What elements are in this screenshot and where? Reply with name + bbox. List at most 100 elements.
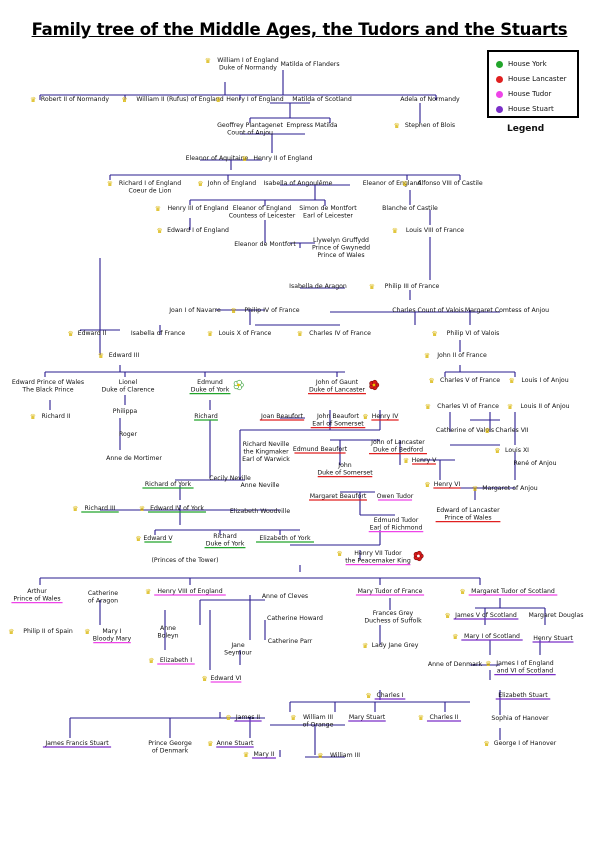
crown-icon: ♛: [366, 692, 372, 700]
person-anne-st: Anne Stuart♛: [207, 740, 254, 748]
person-title: Duke of York: [191, 387, 230, 394]
person-name: Henry III of England: [167, 205, 228, 212]
crown-icon: ♛: [98, 352, 104, 360]
person-name: Lionel: [119, 379, 138, 386]
person-roger: Roger: [119, 431, 138, 438]
crown-icon: ♛: [394, 122, 400, 130]
crown-icon: ♛: [202, 675, 208, 683]
person-title: Countess of Leicester: [229, 213, 296, 220]
person-isabella-ar: Isabella de Aragon: [289, 283, 347, 290]
person-name: Charles V of France: [440, 377, 500, 384]
person-name: Anne: [160, 625, 176, 632]
person-name: Matilda of Scotland: [292, 96, 352, 103]
person-edward2: Edward II♛: [68, 330, 107, 338]
person-james2: James II♛: [225, 714, 262, 722]
person-louis10: Louis X of France♛: [207, 330, 272, 338]
person-margaret-anj: Margaret of Anjou♛: [472, 485, 538, 493]
crown-icon: ♛: [121, 96, 127, 104]
person-name: Henry VI: [434, 481, 461, 488]
crown-icon: ♛: [485, 660, 491, 668]
person-princes: (Princes of the Tower): [151, 557, 218, 564]
person-richard-yk: Richard of York: [142, 481, 194, 489]
page-title: Family tree of the Middle Ages, the Tudo…: [31, 20, 568, 39]
crown-icon: ♛: [155, 205, 161, 213]
person-name: James V of Scotland: [454, 612, 517, 619]
person-anne-dk: Anne of Denmark: [428, 661, 483, 668]
crown-icon: ♛: [107, 180, 113, 188]
person-name: Philip VI of Valois: [447, 330, 500, 337]
legend-item-lancaster: House Lancaster: [496, 73, 567, 85]
person-title: The Black Prince: [21, 387, 73, 394]
person-henry3: Henry III of England ♛: [155, 205, 229, 213]
person-catherine-h: Catherine Howard: [267, 615, 323, 622]
crown-icon: ♛: [444, 612, 450, 620]
person-james5: James V of Scotland ♛: [444, 612, 519, 620]
legend-label: House Stuart: [508, 105, 554, 113]
person-name: Isabella of France: [131, 330, 185, 337]
person-name: René of Anjou: [513, 459, 556, 467]
person-name: Isabella de Aragon: [289, 283, 347, 290]
person-name: Mary II: [254, 751, 275, 758]
person-james-fs: James Francis Stuart: [42, 740, 112, 748]
crown-icon: ♛: [8, 628, 14, 636]
person-henry8: Henry VIII of England♛: [145, 588, 226, 596]
person-name: Eleanor de Montfort: [234, 241, 296, 248]
person-name: Henry II of England: [253, 155, 312, 162]
person-edmund-b: Edmund Beaufort: [293, 446, 348, 454]
person-name: Charles VII: [495, 427, 528, 434]
person-mary-qs: Mary I of Scotland♛: [452, 633, 523, 641]
legend-item-tudor: House Tudor: [496, 88, 551, 100]
crown-icon: ♛: [431, 330, 437, 338]
crown-icon: ♛: [156, 227, 162, 235]
person-name: Sophia of Hanover: [491, 715, 549, 722]
person-name: Edmund Beaufort: [293, 446, 348, 453]
person-name: Charles IV of France: [309, 330, 371, 337]
person-title: Duke of Bedford: [373, 447, 423, 454]
crown-icon: ♛: [483, 740, 489, 748]
crown-icon: ♛: [290, 714, 296, 722]
person-alfonso8: Alfonso VIII of Castile♛: [402, 180, 483, 188]
person-richard3: Richard III♛: [72, 505, 119, 513]
person-title: Boleyn: [157, 633, 178, 640]
crown-icon: ♛: [362, 413, 368, 421]
person-title: Earl of Leicester: [303, 213, 353, 220]
person-name: Blanche of Castile: [382, 205, 438, 212]
person-eleanor-mf: Eleanor de Montfort: [234, 241, 296, 248]
person-charles-v: Charles Count of Valois: [392, 307, 464, 314]
person-title: Duke of Normandy: [219, 65, 277, 72]
person-philip4: Philip IV of France♛: [230, 307, 299, 315]
person-mary-st: Mary Stuart: [348, 714, 386, 722]
person-catherine-p: Catherine Parr: [268, 638, 313, 645]
person-title: Prince of Gwynedd: [312, 245, 370, 252]
crown-icon: ♛: [297, 330, 303, 338]
person-name: John of Gaunt: [315, 379, 359, 386]
person-name: Anne de Mortimer: [106, 455, 162, 462]
person-name: Henry I of England: [226, 96, 283, 103]
person-name: Stephen of Blois: [405, 122, 455, 129]
person-name: Anne Stuart: [217, 740, 254, 747]
person-name: Charles I: [376, 692, 403, 699]
person-mary-tf: Mary Tudor of France: [355, 588, 425, 596]
person-name: Owen Tudor: [377, 493, 414, 500]
legend-label: House Tudor: [508, 90, 552, 98]
person-name: Roger: [119, 431, 138, 438]
person-elizabeth-w: Elizabeth Woodville: [230, 508, 291, 515]
person-name: Louis VIII of France: [406, 227, 464, 234]
person-charles1: Charles I ♛: [366, 692, 406, 700]
crown-icon: ♛: [225, 714, 231, 722]
person-charles5: Charles V of France♛: [428, 377, 500, 385]
person-name: Edward III: [109, 352, 140, 359]
person-name: Elizabeth Stuart: [498, 692, 548, 699]
person-title: Duke of Somerset: [317, 470, 373, 477]
person-margaret-d: Margaret Douglas: [528, 612, 583, 619]
red-rose-icon: [369, 379, 380, 391]
person-name: William III: [330, 752, 360, 759]
